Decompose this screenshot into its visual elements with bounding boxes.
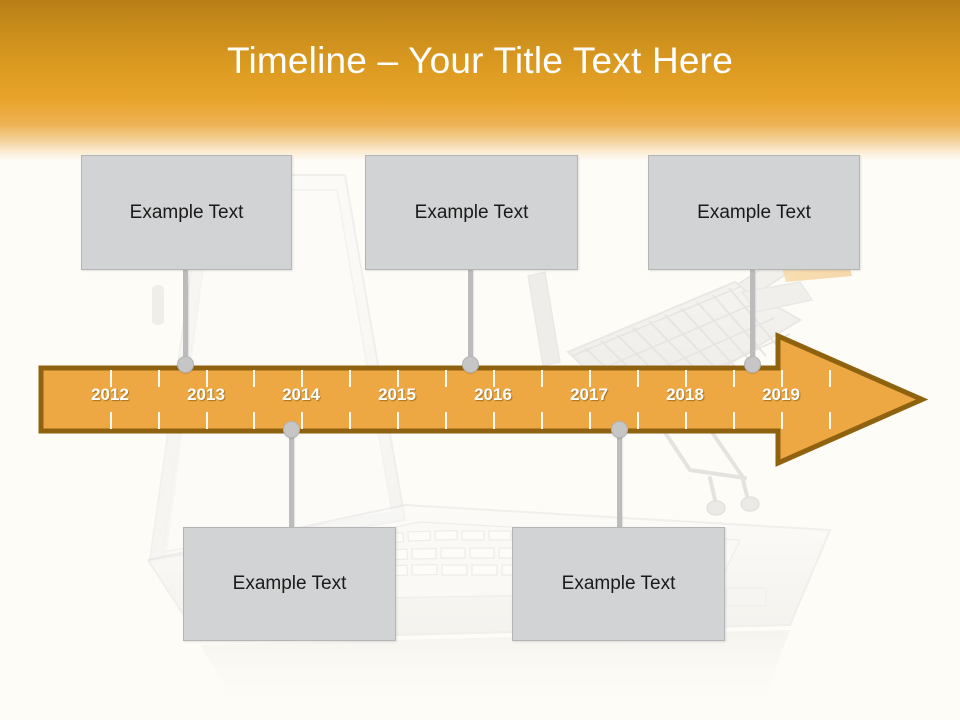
- tick-mark: [733, 370, 735, 387]
- year-label-2018: 2018: [666, 385, 704, 404]
- callout-box-below-2[interactable]: Example Text: [512, 527, 725, 641]
- header-band: [0, 0, 960, 160]
- tick-mark: [829, 370, 831, 387]
- tick-mark: [445, 412, 447, 429]
- timeline-arrow: [38, 332, 928, 467]
- year-label-2016: 2016: [474, 385, 512, 404]
- tick-mark: [349, 370, 351, 387]
- tick-mark: [781, 370, 783, 387]
- tick-mark: [110, 412, 112, 429]
- tick-mark: [397, 370, 399, 387]
- tick-mark: [206, 370, 208, 387]
- timeline-node-dot-below-1[interactable]: [283, 421, 300, 438]
- callout-box-below-1[interactable]: Example Text: [183, 527, 396, 641]
- tick-mark: [158, 412, 160, 429]
- callout-box-above-3[interactable]: Example Text: [648, 155, 860, 270]
- tick-mark: [541, 412, 543, 429]
- tick-mark: [206, 412, 208, 429]
- tick-mark: [589, 370, 591, 387]
- year-label-2015: 2015: [378, 385, 416, 404]
- callout-label: Example Text: [129, 201, 244, 223]
- tick-mark: [637, 412, 639, 429]
- tick-mark: [110, 370, 112, 387]
- tick-mark: [781, 412, 783, 429]
- year-label-2019: 2019: [762, 385, 800, 404]
- year-label-2017: 2017: [570, 385, 608, 404]
- tick-mark: [253, 370, 255, 387]
- callout-box-above-1[interactable]: Example Text: [81, 155, 292, 270]
- callout-label: Example Text: [561, 573, 676, 594]
- connector-line-above-2: [467, 270, 473, 364]
- timeline-node-dot-below-2[interactable]: [611, 421, 628, 438]
- callout-label: Example Text: [232, 573, 347, 594]
- callout-label: Example Text: [414, 201, 529, 223]
- tick-mark: [253, 412, 255, 429]
- connector-line-below-1: [288, 428, 294, 528]
- tick-mark: [493, 412, 495, 429]
- tick-mark: [301, 370, 303, 387]
- tick-mark: [733, 412, 735, 429]
- tick-mark: [445, 370, 447, 387]
- timeline-node-dot-above-1[interactable]: [177, 356, 194, 373]
- page-title: Timeline – Your Title Text Here: [227, 40, 733, 81]
- tick-mark: [158, 370, 160, 387]
- tick-mark: [349, 412, 351, 429]
- connector-line-above-1: [182, 270, 188, 364]
- tick-mark: [301, 412, 303, 429]
- connector-line-above-3: [749, 270, 755, 364]
- tick-mark: [589, 412, 591, 429]
- tick-mark: [685, 370, 687, 387]
- tick-mark: [829, 412, 831, 429]
- timeline-node-dot-above-3[interactable]: [744, 356, 761, 373]
- timeline-node-dot-above-2[interactable]: [462, 356, 479, 373]
- tick-mark: [685, 412, 687, 429]
- connector-line-below-2: [616, 428, 622, 528]
- year-label-2013: 2013: [187, 385, 225, 404]
- callout-label: Example Text: [697, 201, 811, 223]
- callout-box-above-2[interactable]: Example Text: [365, 155, 578, 270]
- year-label-2012: 2012: [91, 385, 129, 404]
- tick-mark: [541, 370, 543, 387]
- tick-mark: [397, 412, 399, 429]
- year-label-2014: 2014: [282, 385, 320, 404]
- tick-mark: [493, 370, 495, 387]
- tick-mark: [637, 370, 639, 387]
